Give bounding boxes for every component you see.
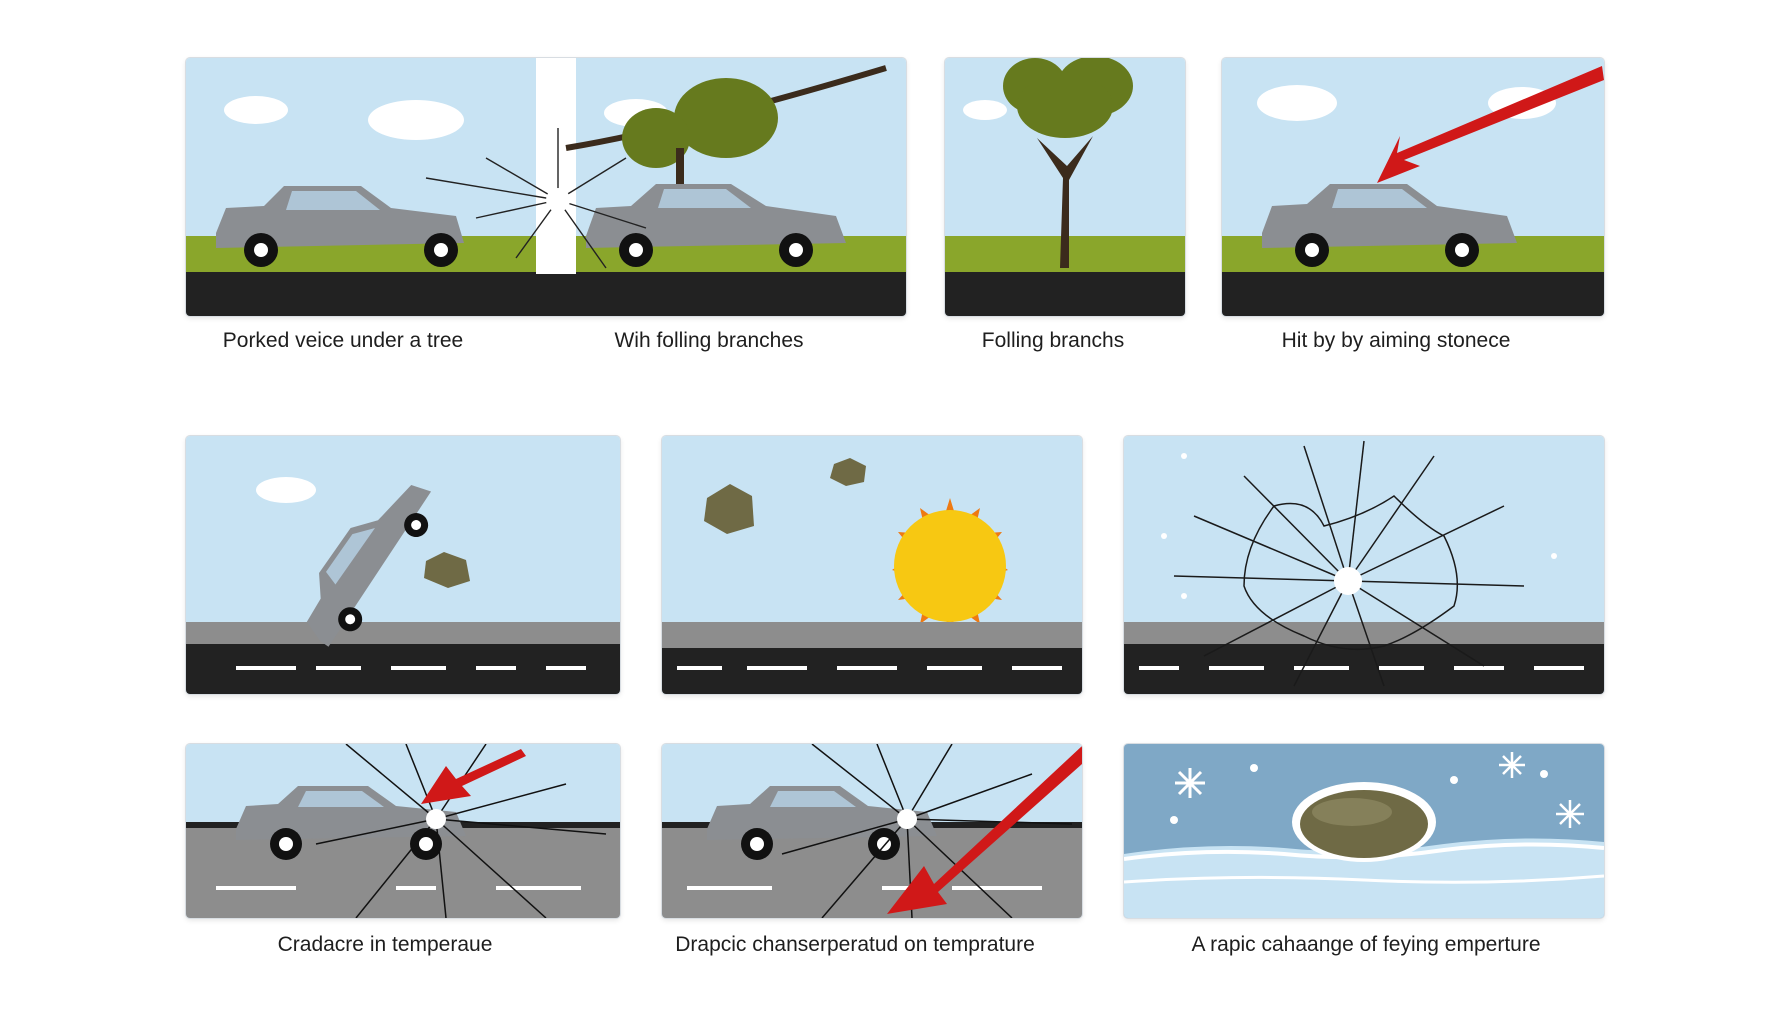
caption-hit-by-stone: Hit by by aiming stonece (1281, 329, 1511, 352)
car-icon (586, 184, 846, 267)
caption-drastic-change: Drapcic chanserperatud on temprature (675, 933, 1035, 956)
crack-icon (425, 128, 647, 269)
scene-falling-branches (945, 58, 1185, 316)
car-icon (236, 786, 466, 860)
caption-rapid-change: A rapic cahaange of feying emperture (1191, 933, 1541, 956)
snowflake-icon (1499, 752, 1525, 778)
scene-frozen-stone (1124, 744, 1604, 918)
panel-flipping-car (186, 436, 620, 694)
sun-icon (892, 498, 1008, 632)
panel-shattered-glass (1124, 436, 1604, 694)
tree-icon (1003, 58, 1133, 268)
caption-parked-vehicle: Porked veice under a tree (222, 329, 464, 352)
rock-icon (830, 458, 866, 486)
panel-falling-branches (945, 58, 1185, 316)
scene-flipping-car (186, 436, 620, 694)
rock-icon (1292, 782, 1436, 862)
car-icon (1262, 184, 1517, 267)
scene-shattered-glass (1124, 436, 1604, 694)
arrow-icon (421, 749, 526, 804)
snowflake-icon (1175, 768, 1205, 798)
scene-cracked-car-left (186, 744, 620, 918)
panel-parked-car-branches (186, 58, 906, 316)
scene-hit-by-stone (1222, 58, 1604, 316)
rock-icon (704, 484, 754, 534)
panel-hit-by-stone (1222, 58, 1604, 316)
car-icon (216, 186, 464, 267)
car-icon (306, 484, 432, 647)
caption-falling-branches: Folling branchs (981, 329, 1125, 352)
panel-frozen-stone (1124, 744, 1604, 918)
panel-sun-rocks (662, 436, 1082, 694)
caption-crack-temperature: Cradacre in temperaue (277, 933, 493, 956)
snowflake-icon (1556, 800, 1584, 828)
arrow-icon (1377, 66, 1604, 183)
scene-cracked-car-right (662, 744, 1082, 918)
arrow-icon (887, 746, 1082, 914)
crack-icon (1173, 440, 1525, 687)
rock-icon (424, 552, 470, 588)
scene-sun-rocks (662, 436, 1082, 694)
panel-cracked-car-right (662, 744, 1082, 918)
crack-icon (315, 744, 607, 918)
caption-with-falling-branches: Wih folling branches (614, 329, 804, 352)
scene-parked-car-branches (186, 58, 906, 316)
panel-cracked-car-left (186, 744, 620, 918)
